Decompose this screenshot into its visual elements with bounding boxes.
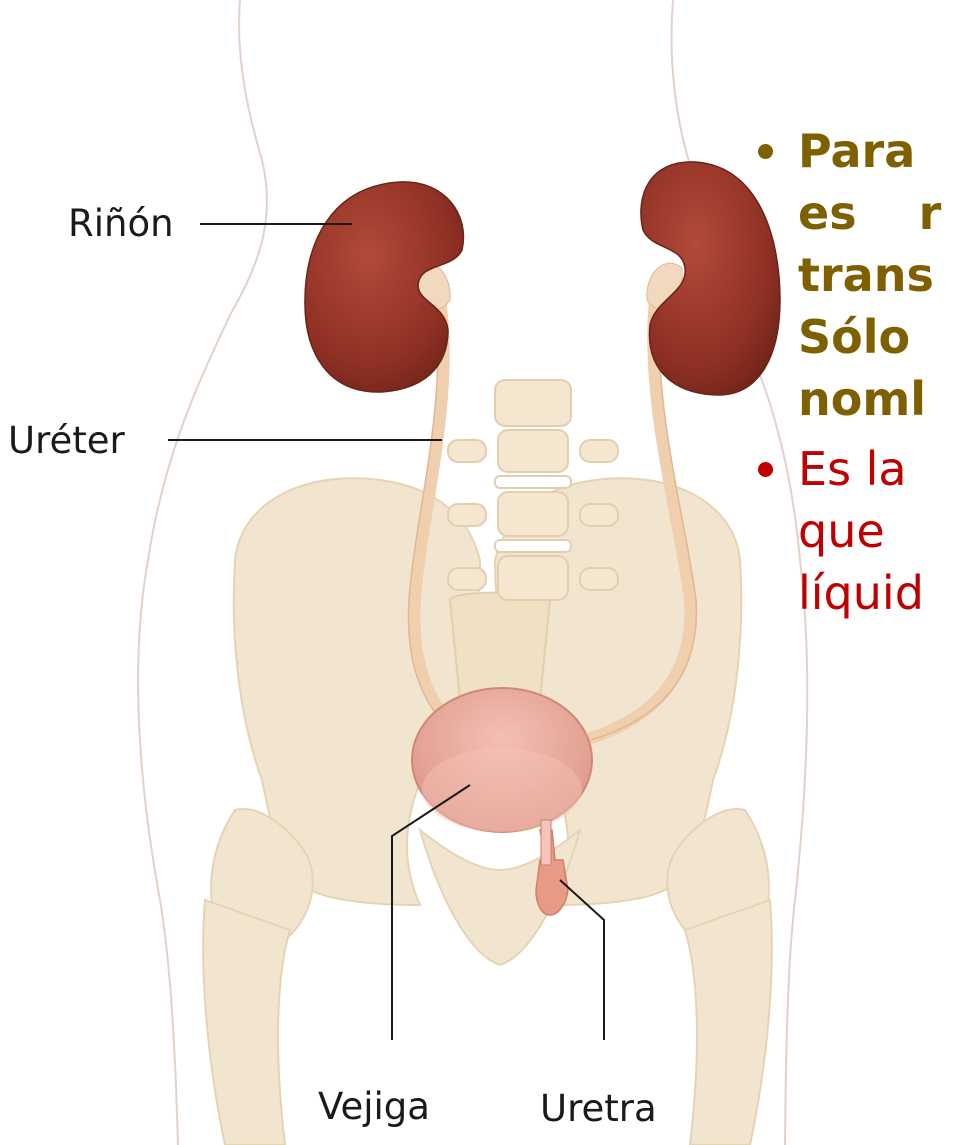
bullet1-line: Para bbox=[798, 120, 953, 182]
slide-text-panel: Para es r trans Sólo noml Es la que líqu… bbox=[750, 120, 953, 800]
bullet2-line: líquid bbox=[798, 562, 953, 624]
bullet1-line: Sólo bbox=[798, 306, 953, 368]
bullet2-line: que bbox=[798, 500, 953, 562]
label-kidney: Riñón bbox=[68, 205, 174, 242]
label-urethra: Uretra bbox=[540, 1090, 657, 1127]
bullet1-line: es r bbox=[798, 182, 953, 244]
bullet-dot-icon bbox=[758, 144, 773, 159]
bullet1-line: trans bbox=[798, 244, 953, 306]
bullet1-line: noml bbox=[798, 368, 953, 430]
bullet2-line: Es la bbox=[798, 438, 953, 500]
label-ureter: Uréter bbox=[8, 422, 125, 459]
bullet-point-1: Para es r trans Sólo noml bbox=[750, 120, 953, 430]
bullet-dot-icon bbox=[758, 462, 773, 477]
label-bladder: Vejiga bbox=[318, 1088, 430, 1125]
bullet-point-2: Es la que líquid bbox=[750, 438, 953, 624]
